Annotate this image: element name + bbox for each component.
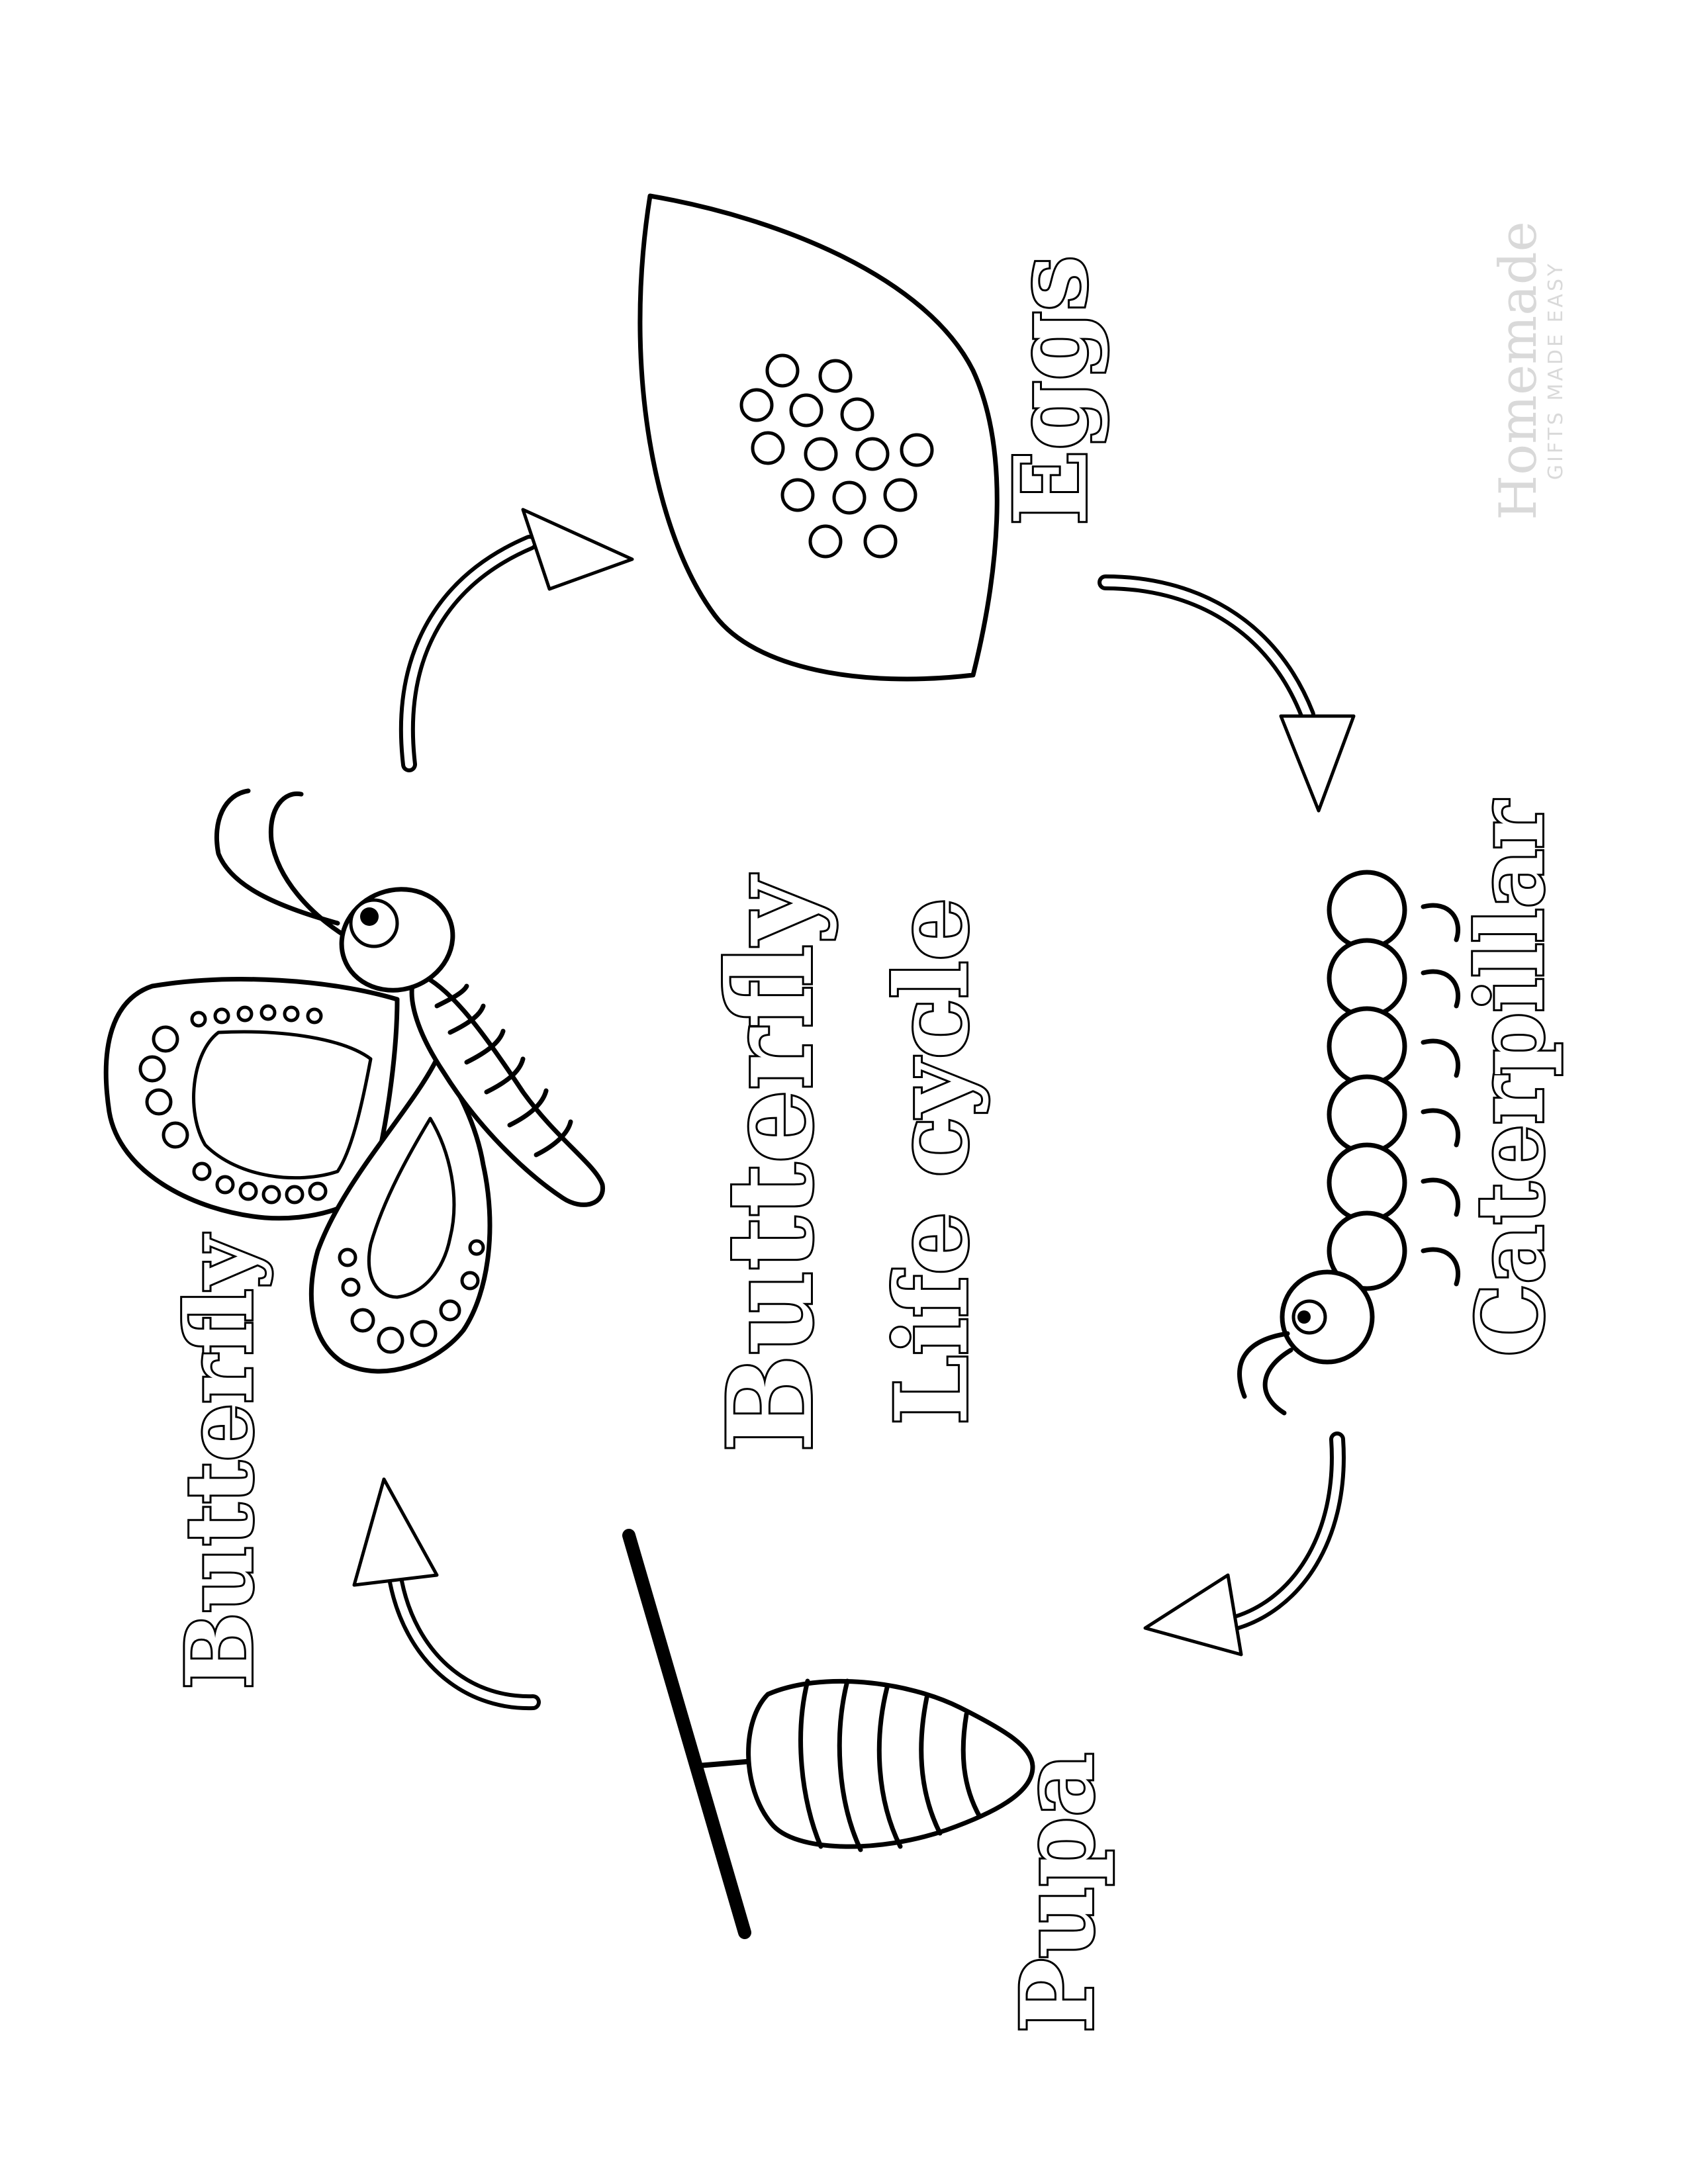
arrow-caterpillar-to-pupa — [1143, 1432, 1346, 1657]
stage-label-eggs: Eggs — [993, 255, 1109, 526]
pupa-icon — [746, 1678, 1035, 1849]
eggs-cluster — [739, 353, 934, 559]
watermark-brand: Homemade — [1489, 221, 1548, 520]
stage-label-caterpillar: Caterpillar — [1456, 799, 1564, 1357]
stage-label-butterfly: Butterfly — [165, 1233, 273, 1689]
antenna-left — [214, 788, 340, 926]
leaf-with-eggs — [637, 193, 1000, 682]
arrow-butterfly-to-eggs — [399, 508, 634, 772]
butterfly-body — [409, 970, 605, 1207]
pupa-illustration — [622, 1529, 1035, 1939]
diagram-title-line2: Life cycle — [874, 898, 990, 1426]
caterpillar-legs — [1421, 903, 1461, 1287]
upper-wing-dots — [138, 1004, 328, 1205]
lower-wing-dots — [338, 1239, 485, 1354]
cycle-arrows — [352, 508, 1356, 1711]
diagram-title-line1: Butterfly — [703, 874, 839, 1453]
arrow-eggs-to-caterpillar — [1098, 574, 1356, 813]
butterfly-illustration — [103, 788, 605, 1374]
stage-label-pupa: Pupa — [1000, 1752, 1116, 2033]
arrow-pupa-to-butterfly — [352, 1477, 541, 1711]
watermark-tagline: GIFTS MADE EASY — [1544, 261, 1568, 480]
watermark: Homemade GIFTS MADE EASY — [1489, 221, 1568, 520]
caterpillar-illustration — [1237, 870, 1461, 1416]
caterpillar-head — [1280, 1269, 1375, 1365]
antenna-right — [268, 791, 344, 936]
branch-stick — [622, 1529, 751, 1939]
